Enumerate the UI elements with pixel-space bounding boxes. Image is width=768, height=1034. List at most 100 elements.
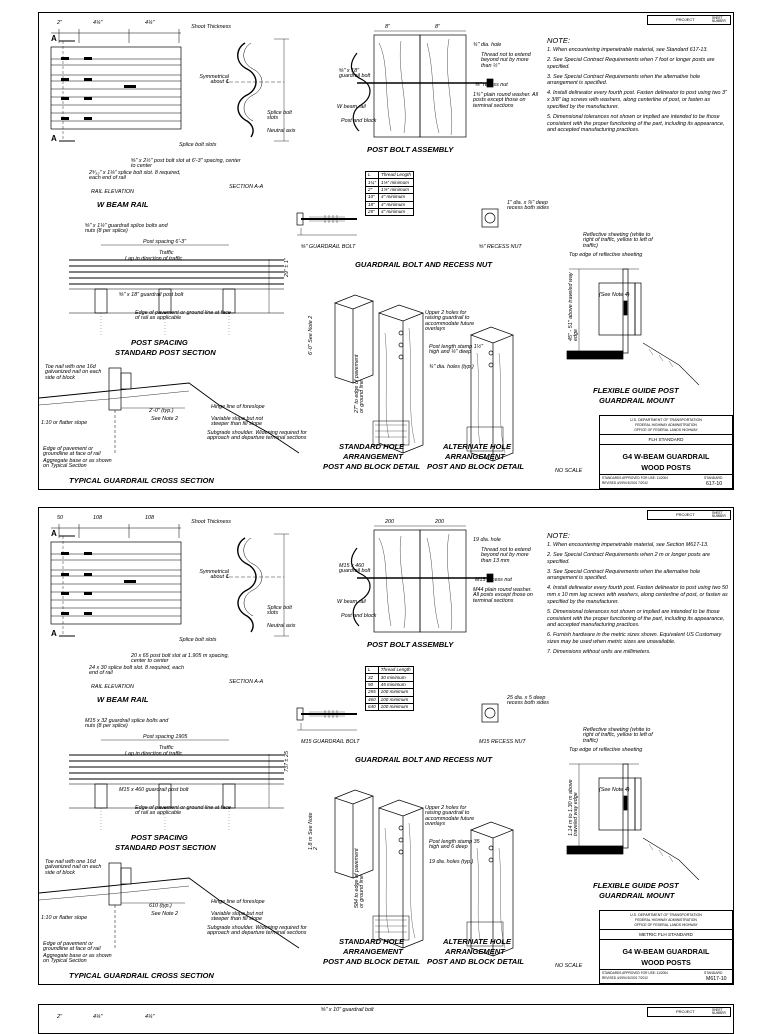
guardrail-bolt-caption: ⅝" GUARDRAIL BOLT	[301, 244, 356, 250]
washer-label: 1¾" plain round washer. All posts except…	[473, 92, 539, 109]
shoe-thickness-label: Shoot Thickness	[191, 519, 231, 525]
standard-label: STANDARD	[704, 476, 723, 480]
upper-holes-label: Upper 2 holes for raising guardrail to a…	[425, 310, 475, 333]
next-dim-top-3: 4¼"	[145, 1014, 155, 1020]
post-bolt-label: ⅝" x 18" guardrail post bolt	[119, 292, 184, 298]
table-header: Thread Length	[378, 170, 414, 180]
splice-bolt-slots-label: Splice bolt slots	[267, 110, 292, 122]
ground-profile	[39, 382, 300, 454]
lap-label: Lap in direction of traffic	[125, 256, 183, 262]
section-mark-a-bottom: A	[51, 134, 57, 143]
table-cell: 4" minimum	[378, 207, 414, 217]
dim-top-2: 108	[93, 515, 102, 521]
see-note-2-label: See Note 2	[151, 911, 178, 917]
guardrail-bolt-label: ⅝" x 18" guardrail bolt	[339, 68, 371, 80]
standard-hole-title: STANDARD HOLE	[339, 442, 405, 451]
standard-number: 617-10	[706, 481, 723, 487]
project-label: PROJECT	[676, 17, 695, 22]
alternate-arrangement-title: ARRANGEMENT	[445, 947, 505, 956]
note-6: 6. Furnish hardware in the metric sizes …	[547, 632, 722, 645]
post-bolt-slot-label: ⅝" x 2½" post bolt slot at 6'-3" spacing…	[131, 158, 241, 170]
agency-line-1: U.S. DEPARTMENT OF TRANSPORTATION	[630, 913, 702, 917]
note-4: 4. Install delineator every fourth post.…	[547, 585, 728, 605]
table-cell: 100 minimum	[377, 702, 414, 712]
note-4: 4. Install delineator every fourth post.…	[547, 90, 727, 110]
guardrail-bolt-caption: M15 GUARDRAIL BOLT	[301, 739, 360, 745]
drawing-title-2: WOOD POSTS	[641, 958, 691, 967]
standard-arrangement-title: ARRANGEMENT	[343, 947, 403, 956]
length-stamp-label: Post length stamp 35 high and 6 deep	[429, 839, 480, 851]
see-note-4-label: (See Note 4)	[599, 292, 630, 298]
above-way-label: 1.14 m to 1.30 m above traveled way edge	[568, 779, 580, 836]
project-label: PROJECT	[676, 512, 695, 517]
alternate-post-block-title: POST AND BLOCK DETAIL	[427, 957, 525, 966]
table-row: 2"1⅞" minimum	[364, 185, 414, 195]
table-cell: 30 minimum	[377, 673, 414, 682]
post-spacing-dim: Post spacing 1905	[143, 734, 188, 740]
dia-holes-label: ¾" dia. holes (typ.)	[429, 364, 474, 370]
recess-nut-side	[481, 703, 499, 723]
table-cell: 1⅞" minimum	[378, 185, 414, 195]
subgrade-label: Subgrade shoulder. Widening required for…	[207, 430, 307, 442]
section-aa-caption: SECTION A-A	[229, 679, 264, 685]
dim-top-1: 50	[57, 515, 63, 521]
section-mark-a-top: A	[51, 34, 57, 43]
post-bolt-slot-label: 20 x 65 post bolt slot at 1.905 m spacin…	[131, 653, 229, 665]
splice-bolts-label: ⅝" x 1¼" guardrail splice bolts and nuts…	[85, 223, 168, 235]
guardrail-mount-title: GUARDRAIL MOUNT	[599, 396, 675, 405]
thread-note-label: Thread not to extend beyond nut by more …	[481, 52, 531, 69]
recess-nut-caption: M15 RECESS NUT	[479, 739, 526, 745]
dim-top-3: 4¼"	[145, 20, 155, 26]
recess-note-label: 25 dia. x 5 deep recess both sides	[507, 695, 549, 707]
rail-height-dim: 737 ± 25	[284, 751, 290, 772]
rail-elevation-caption: RAIL ELEVATION	[91, 684, 134, 690]
section-mark-a-bottom: A	[51, 629, 57, 638]
standard-type: METRIC FLH STANDARD	[639, 932, 693, 937]
table-cell: 100 minimum	[377, 688, 414, 697]
post-outline	[419, 529, 467, 633]
sheet-linework	[39, 524, 700, 957]
next-project-label: PROJECT	[676, 1009, 695, 1014]
table-cell: 18"	[364, 200, 380, 209]
notes-heading: NOTE:	[547, 531, 570, 540]
post-spacing-title: POST SPACING	[131, 338, 188, 347]
note-5: 5. Dimensional tolerances not shown or i…	[547, 608, 725, 629]
note-5: 5. Dimensional tolerances not shown or i…	[547, 113, 725, 134]
post-outline	[419, 34, 467, 138]
post-width-2: 8"	[435, 24, 440, 30]
revised-label: REVISED 4/1994 5/2001 7/2012	[602, 481, 648, 485]
table-cell: 10"	[364, 193, 380, 202]
dim-top-1: 2"	[57, 20, 62, 26]
edge-groundline-label: Edge of pavement or groundline at face o…	[43, 941, 101, 953]
post-and-block-label: Post and block	[341, 118, 377, 124]
table-row: 1¼"1⅛" minimum	[364, 178, 414, 187]
w-beam-rail-title: W BEAM RAIL	[97, 695, 149, 704]
dia-hole-label: ¾" dia. hole	[473, 42, 502, 48]
notes-heading: NOTE:	[547, 36, 570, 45]
toe-nail-label: Toe nail with one 16d galvanized nail on…	[45, 364, 102, 381]
standard-post-section-title: STANDARD POST SECTION	[115, 348, 216, 357]
bolt-nut-title: GUARDRAIL BOLT AND RECESS NUT	[355, 260, 492, 269]
w-beam-rail-label: W beam rail	[337, 104, 366, 110]
drawing-sheet-english: PROJECT SHEET NUMBER 2" 4¼" 4¼" A A Shoo…	[38, 12, 734, 490]
edge-groundline-label: Edge of pavement or groundline at face o…	[43, 446, 101, 458]
no-scale-label: NO SCALE	[555, 963, 583, 969]
post-width-1: 200	[385, 519, 394, 525]
hinge-line-label: Hinge line of foreslope	[211, 404, 265, 410]
project-box: PROJECT SHEET NUMBER	[647, 15, 731, 25]
traffic-label: Traffic	[159, 250, 174, 256]
w-beam-profile	[237, 42, 257, 138]
rail-height-dim: 29" ± 1"	[284, 258, 290, 277]
drawing-title-1: G4 W-BEAM GUARDRAIL	[622, 452, 710, 461]
recess-nut-label: M15 recess nut	[475, 577, 512, 583]
drawing-title-2: WOOD POSTS	[641, 463, 691, 472]
splice-bolt-slot-label: 2⁹⁄₃₂" x 1⅛" splice bolt slot. 8 require…	[89, 170, 181, 182]
toe-nail-label: Toe nail with one 16d galvanized nail on…	[45, 859, 102, 876]
agency-line-3: OFFICE OF FEDERAL LANDS HIGHWAY	[634, 428, 698, 432]
embed-depth-label: 584 to edge of pavement or ground line	[354, 848, 366, 908]
next-dim-top-1: 2"	[57, 1014, 62, 1020]
